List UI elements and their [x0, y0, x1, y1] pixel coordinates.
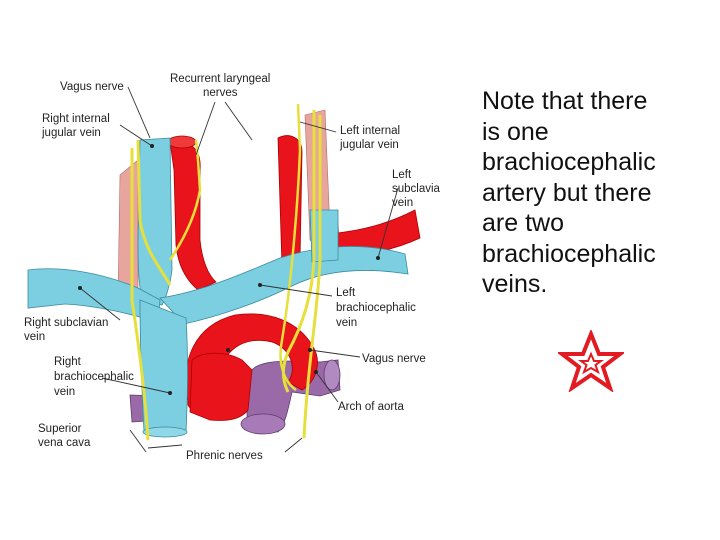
label-recurrent-laryngeal-2: nerves: [203, 87, 238, 99]
star-icon: [556, 328, 626, 394]
label-svc-1: Superior: [38, 423, 82, 435]
right-phrenic-nerve: [130, 148, 150, 441]
label-left-internal-2: jugular vein: [339, 139, 399, 151]
svc-bottom: [142, 426, 188, 438]
vein-anatomy-diagram: Vagus nerve Recurrent laryngeal nerves R…: [20, 60, 440, 480]
label-left-subclavian-3: vein: [392, 197, 413, 209]
label-phrenic-nerves: Phrenic nerves: [186, 450, 263, 462]
leader-lines: [79, 86, 399, 453]
left-vagus-nerve: [282, 110, 316, 393]
left-internal-jugular-vein: [309, 209, 339, 263]
right-recurrent-laryngeal: [168, 139, 202, 261]
label-svc-2: vena cava: [38, 437, 91, 449]
right-common-carotid-end: [167, 135, 197, 149]
label-right-internal-1: Right internal: [42, 113, 110, 125]
label-right-subclavian-1: Right subclavian: [24, 317, 108, 329]
note-line: brachiocephalic: [482, 148, 656, 176]
label-right-brachio-2: brachiocephalic: [54, 371, 134, 383]
label-left-subclavian-1: Left: [392, 169, 412, 181]
label-left-brachio-1: Left: [336, 287, 356, 299]
label-left-internal-1: Left internal: [340, 125, 400, 137]
label-right-brachio-3: vein: [54, 386, 75, 398]
label-right-internal-2: jugular vein: [41, 127, 101, 139]
right-vagus-nerve: [136, 139, 172, 286]
label-right-subclavian-2: vein: [24, 331, 45, 343]
label-left-brachio-2: brachiocephalic: [336, 302, 416, 314]
label-left-brachio-3: vein: [336, 317, 357, 329]
note-line: brachiocephalic: [482, 239, 656, 268]
label-right-brachio-1: Right: [54, 356, 82, 368]
left-pulmonary-end: [323, 359, 341, 391]
label-left-subclavian-2: subclavian: [392, 183, 440, 195]
label-vagus-nerve-bottom: Vagus nerve: [362, 353, 426, 365]
label-recurrent-laryngeal-1: Recurrent laryngeal: [170, 73, 270, 85]
leader-dots: [78, 144, 380, 395]
right-internal-jugular-vein: [137, 137, 173, 306]
left-brachiocephalic-vein: [159, 246, 409, 325]
note-line: is one: [482, 117, 549, 146]
note-line: Note that there: [482, 87, 648, 115]
ascending-aorta: [189, 352, 253, 421]
note-text: Note that there is one brachiocephalic a…: [482, 86, 712, 300]
left-phrenic-nerve: [302, 115, 322, 439]
label-arch-of-aorta: Arch of aorta: [338, 401, 404, 413]
label-vagus-nerve-top: Vagus nerve: [60, 81, 124, 93]
note-line: veins.: [482, 270, 548, 298]
note-line: artery but there: [482, 178, 652, 207]
pulmonary-trunk-end: [240, 413, 286, 435]
note-line: are two: [482, 209, 564, 237]
